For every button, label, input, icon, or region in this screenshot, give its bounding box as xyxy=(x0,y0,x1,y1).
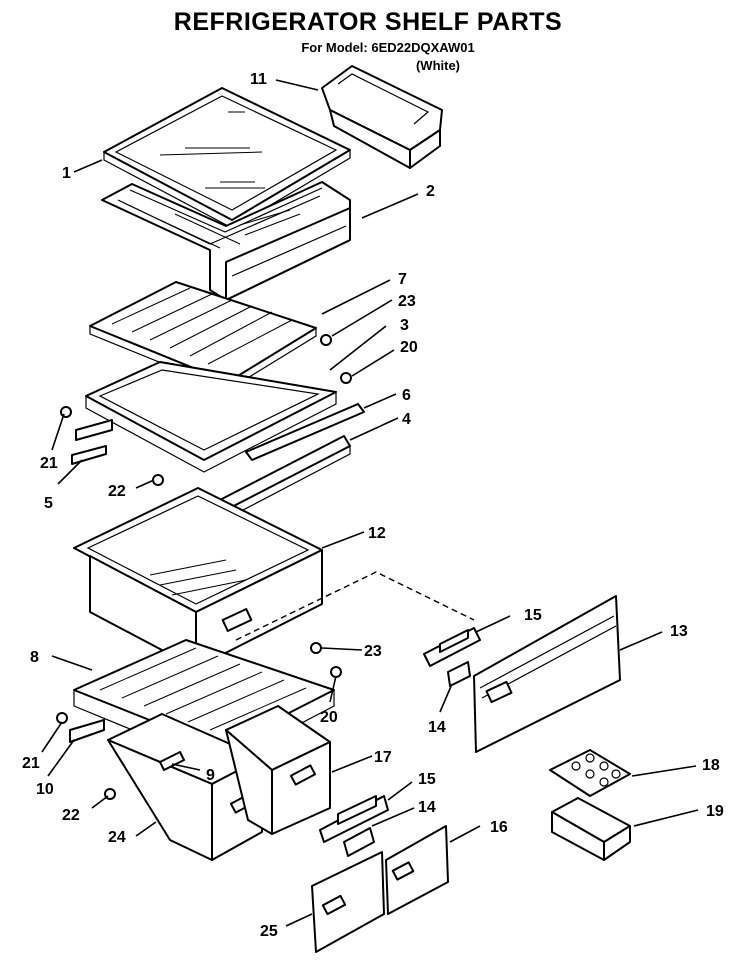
part-18-egg-tray xyxy=(549,749,631,797)
callout-21b: 21 xyxy=(22,755,40,772)
callout-14b: 14 xyxy=(418,799,436,816)
callout-14a: 14 xyxy=(428,719,446,736)
callout-7: 7 xyxy=(398,271,407,288)
part-17-drawer xyxy=(225,705,331,835)
callout-25: 25 xyxy=(260,923,278,940)
callout-5: 5 xyxy=(44,495,53,512)
callout-6: 6 xyxy=(402,387,411,404)
callout-22a: 22 xyxy=(108,483,126,500)
leader-lines xyxy=(41,79,699,927)
callout-13: 13 xyxy=(670,623,688,640)
part-2-pan xyxy=(101,181,351,301)
part-16-front xyxy=(385,825,449,915)
part-6-trim xyxy=(245,403,365,461)
part-19-egg-bin xyxy=(551,797,631,861)
part-14-clip-lower xyxy=(343,827,375,857)
callout-16: 16 xyxy=(490,819,508,836)
callout-21a: 21 xyxy=(40,455,58,472)
model-line: For Model: 6ED22DQXAW01 xyxy=(301,40,475,55)
callout-3: 3 xyxy=(400,317,409,334)
page-title: REFRIGERATOR SHELF PARTS xyxy=(173,8,563,36)
callout-23b: 23 xyxy=(364,643,382,660)
callout-18: 18 xyxy=(702,757,720,774)
color-line: (White) xyxy=(415,58,461,73)
callout-24: 24 xyxy=(108,829,126,846)
part-7-ribbed-shelf xyxy=(89,281,317,391)
callout-8: 8 xyxy=(30,649,39,666)
part-13-panel xyxy=(473,595,621,753)
callout-17: 17 xyxy=(374,749,392,766)
part-11-bin xyxy=(321,65,443,169)
callout-10: 10 xyxy=(36,781,54,798)
callout-2: 2 xyxy=(426,183,435,200)
part-15-bracket-upper xyxy=(423,627,481,667)
callout-11: 11 xyxy=(250,71,267,88)
callout-15a: 15 xyxy=(524,607,542,624)
part-3-shelf-frame xyxy=(71,361,337,473)
callout-4: 4 xyxy=(402,411,411,428)
callout-22b: 22 xyxy=(62,807,80,824)
callouts: 11 1 2 7 23 3 20 6 4 21 5 22 12 15 13 23… xyxy=(22,71,724,940)
callout-20b: 20 xyxy=(320,709,338,726)
part-12-drawer xyxy=(73,487,323,669)
part-25-front xyxy=(311,851,385,953)
callout-19: 19 xyxy=(706,803,724,820)
screws xyxy=(56,334,352,800)
callout-9: 9 xyxy=(206,767,215,784)
callout-20a: 20 xyxy=(400,339,418,356)
projection-line xyxy=(235,571,475,641)
callout-15b: 15 xyxy=(418,771,436,788)
part-14-clip-upper xyxy=(447,661,471,687)
callout-23a: 23 xyxy=(398,293,416,310)
callout-1: 1 xyxy=(62,165,71,182)
part-15-bracket-lower xyxy=(319,795,389,843)
callout-12: 12 xyxy=(368,525,386,542)
part-1-glass-shelf xyxy=(103,87,351,229)
